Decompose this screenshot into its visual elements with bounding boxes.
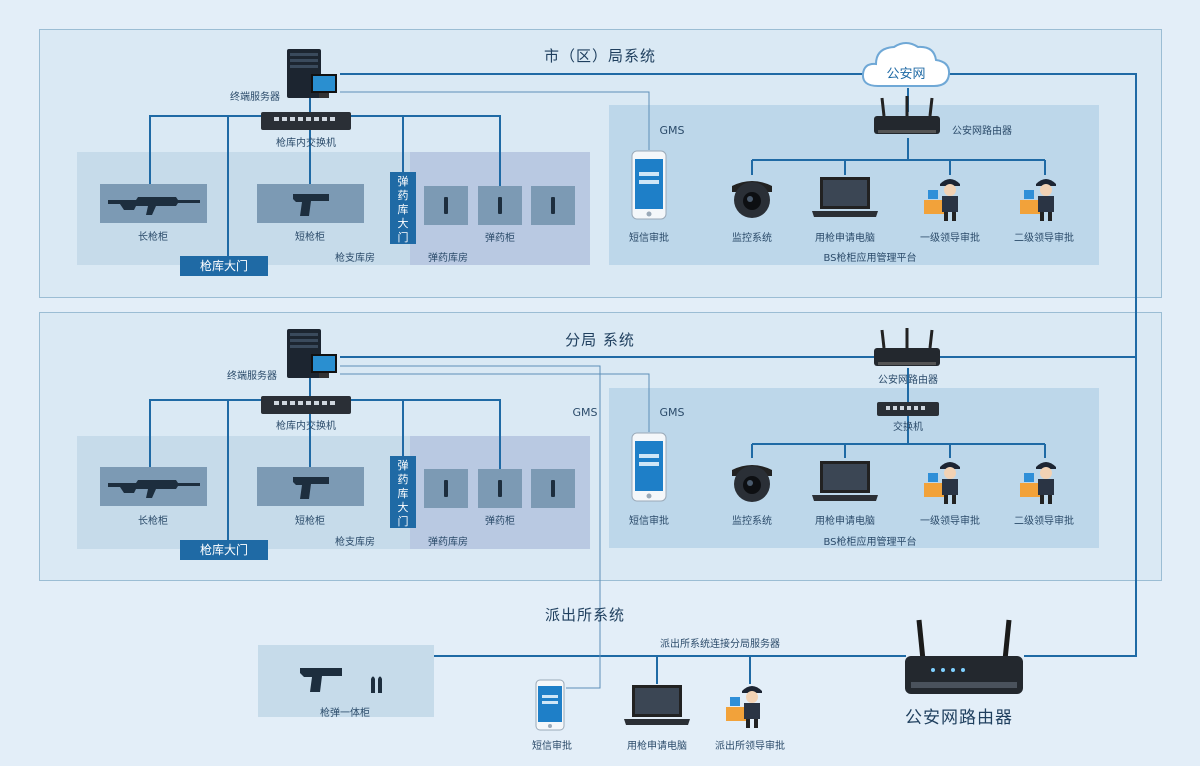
switch-label: 枪库内交换机 <box>276 138 336 149</box>
short-gun-label: 短枪柜 <box>295 232 325 243</box>
camera-label: 监控系统 <box>732 233 772 244</box>
ammo-cabinet-label: 弹药柜 <box>485 233 515 244</box>
branch-system-title: 分局 系统 <box>565 331 635 349</box>
long-gun-cabinet <box>100 184 207 223</box>
short-gun-cabinet <box>257 184 364 223</box>
phone-icon <box>631 432 667 502</box>
router-label: 公安网路由器 <box>952 126 1012 137</box>
terminal-server-label: 终端服务器 <box>230 92 280 103</box>
gun-ammo-combo-zone <box>258 645 434 717</box>
gun-room-label: 枪支库房 <box>335 537 375 548</box>
ammo-cabinet-slot <box>424 186 468 225</box>
big-router-label: 公安网路由器 <box>905 708 1013 728</box>
gms-label: GMS <box>659 406 685 419</box>
gun-room-gate: 枪库大门 <box>180 256 268 276</box>
laptop-icon <box>812 461 878 501</box>
pistol-icon <box>292 476 329 499</box>
ammo-cabinet-slot <box>478 186 522 225</box>
long-gun-label: 长枪柜 <box>138 232 168 243</box>
gms-label: GMS <box>659 124 685 137</box>
ammo-room-door: 弹药库大门 <box>390 456 416 528</box>
laptop-icon <box>624 685 690 725</box>
terminal-server-icon <box>287 49 337 98</box>
router-icon <box>874 96 940 134</box>
officer-icon <box>924 179 960 221</box>
gun-room-gate: 枪库大门 <box>180 540 268 560</box>
ammo-cabinet-slot <box>531 469 575 508</box>
sms-label: 短信审批 <box>532 741 572 752</box>
sms-label: 短信审批 <box>629 233 669 244</box>
leader1-label: 一级领导审批 <box>920 516 980 527</box>
cloud-label: 公安网 <box>886 67 926 82</box>
ammo-cabinet-slot <box>478 469 522 508</box>
rifle-icon <box>107 196 200 215</box>
combo-cabinet-label: 枪弹一体柜 <box>320 708 370 719</box>
long-gun-label: 长枪柜 <box>138 516 168 527</box>
router-label: 公安网路由器 <box>878 375 938 386</box>
camera-icon <box>732 181 772 218</box>
router-icon <box>905 619 1023 694</box>
ammo-room-label: 弹药库房 <box>428 253 468 264</box>
pistol-icon <box>292 193 329 216</box>
ammo-cabinet-slot <box>531 186 575 225</box>
gun-room-label: 枪支库房 <box>335 253 375 264</box>
officer-icon <box>1020 462 1056 504</box>
police-system-title: 派出所系统 <box>544 606 625 624</box>
bs-platform-label: BS枪柜应用管理平台 <box>823 253 917 264</box>
leader2-label: 二级领导审批 <box>1014 516 1074 527</box>
police-connect-label: 派出所系统连接分局服务器 <box>660 639 780 650</box>
ammo-room-door: 弹药库大门 <box>390 172 416 244</box>
switch-label: 枪库内交换机 <box>276 421 336 432</box>
bullets-icon <box>371 676 382 693</box>
switch2-label: 交换机 <box>893 422 923 433</box>
laptop-label: 用枪申请电脑 <box>815 516 875 527</box>
phone-icon <box>535 679 565 731</box>
sms-label: 短信审批 <box>629 516 669 527</box>
ammo-door-label: 弹药库大门 <box>397 459 409 528</box>
gms-outer-label: GMS <box>572 406 598 419</box>
leader1-label: 一级领导审批 <box>920 233 980 244</box>
city-system-title: 市（区）局系统 <box>543 47 656 65</box>
short-gun-label: 短枪柜 <box>295 516 325 527</box>
ammo-cabinet-label: 弹药柜 <box>485 516 515 527</box>
pistol-icon <box>300 668 342 692</box>
long-gun-cabinet <box>100 467 207 506</box>
ammo-cabinet-slot <box>424 469 468 508</box>
bs-platform-label: BS枪柜应用管理平台 <box>823 537 917 548</box>
cloud-icon <box>861 42 951 87</box>
camera-icon <box>732 465 772 502</box>
terminal-server-label: 终端服务器 <box>227 371 277 382</box>
police-leader-label: 派出所领导审批 <box>715 741 785 752</box>
phone-icon <box>631 150 667 220</box>
officer-icon <box>1020 179 1056 221</box>
terminal-server-icon <box>287 329 337 378</box>
camera-label: 监控系统 <box>732 516 772 527</box>
short-gun-cabinet <box>257 467 364 506</box>
officer-icon <box>726 686 762 728</box>
laptop-label: 用枪申请电脑 <box>815 233 875 244</box>
ammo-door-label: 弹药库大门 <box>397 175 409 244</box>
switch-icon <box>877 402 939 416</box>
officer-icon <box>924 462 960 504</box>
laptop-icon <box>812 177 878 217</box>
switch-icon <box>261 112 351 130</box>
leader2-label: 二级领导审批 <box>1014 233 1074 244</box>
rifle-icon <box>107 479 200 498</box>
switch-icon <box>261 396 351 414</box>
laptop-label: 用枪申请电脑 <box>627 741 687 752</box>
router-icon <box>874 328 940 366</box>
ammo-room-label: 弹药库房 <box>428 537 468 548</box>
